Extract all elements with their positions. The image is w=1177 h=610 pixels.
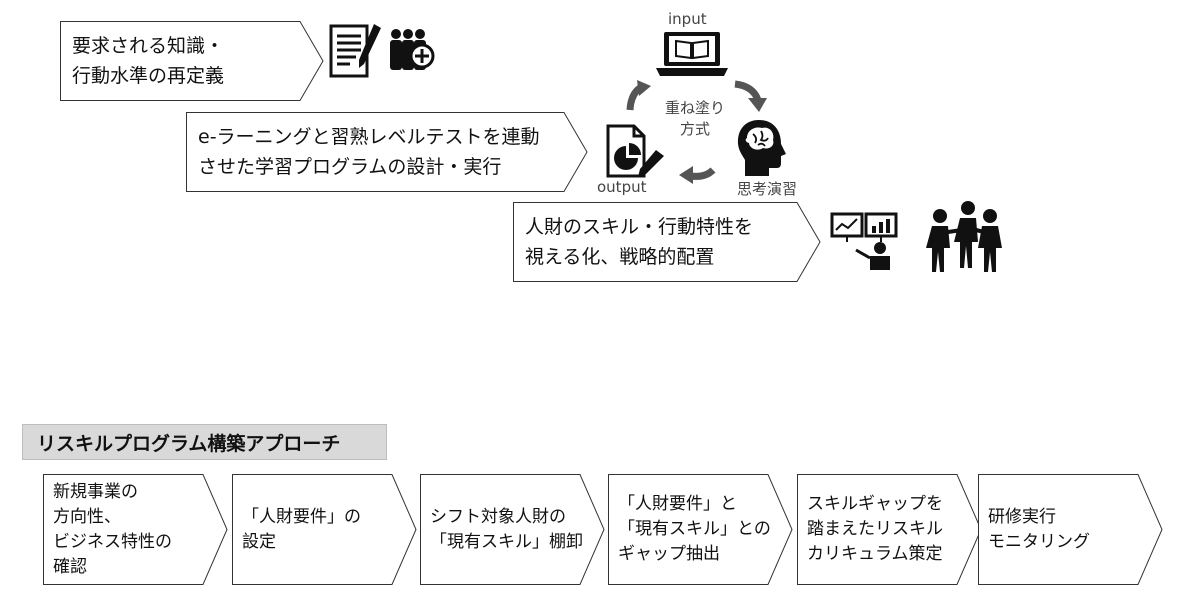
flow-step-5: スキルギャップを 踏まえたリスキル カリキュラム策定 [797, 474, 982, 585]
chevron-shape [797, 474, 982, 585]
flow-step-4: 「人財要件」と 「現有スキル」との ギャップ抽出 [608, 474, 793, 585]
approach-title-bar: リスキルプログラム構築アプローチ [22, 424, 387, 460]
top-step-1-text: 要求される知識・ 行動水準の再定義 [72, 35, 225, 87]
top-step-3: 人財のスキル・行動特性を 視える化、戦略的配置 [513, 202, 821, 282]
flow-step-3-text: シフト対象人財の 「現有スキル」棚卸 [430, 506, 583, 552]
report-pen-icon [604, 122, 668, 184]
cycle-input-label: input [668, 10, 707, 28]
group-add-icon [387, 26, 437, 80]
flow-step-6-text: 研修実行 モニタリング [988, 506, 1090, 552]
approach-title: リスキルプログラム構築アプローチ [37, 433, 341, 455]
chevron-shape [60, 21, 324, 101]
top-step-2-text: e-ラーニングと習熟レベルテストを連動 させた学習プログラムの設計・実行 [198, 126, 540, 178]
flow-step-3: シフト対象人財の 「現有スキル」棚卸 [420, 474, 605, 585]
chevron-shape [186, 112, 588, 192]
flow-step-5-text: スキルギャップを 踏まえたリスキル カリキュラム策定 [807, 494, 943, 564]
people-group-icon [922, 200, 1006, 278]
chevron-shape [513, 202, 821, 282]
flow-step-6: 研修実行 モニタリング [978, 474, 1163, 585]
chevron-shape [232, 474, 417, 585]
flow-step-1-text: 新規事業の 方向性、 ビジネス特性の 確認 [53, 481, 172, 577]
cycle-arrow-icon [615, 78, 775, 192]
flow-step-2-text: 「人財要件」の 設定 [242, 506, 361, 552]
cycle-output-label: output [597, 178, 647, 196]
chevron-shape [420, 474, 605, 585]
top-step-3-text: 人財のスキル・行動特性を 視える化、戦略的配置 [525, 216, 754, 268]
top-step-1: 要求される知識・ 行動水準の再定義 [60, 21, 324, 101]
laptop-book-icon [654, 30, 730, 82]
flow-step-4-text: 「人財要件」と 「現有スキル」との ギャップ抽出 [618, 494, 771, 564]
flow-step-2: 「人財要件」の 設定 [232, 474, 417, 585]
chevron-shape [608, 474, 793, 585]
presenter-screens-icon [830, 210, 900, 276]
cycle-think-label: 思考演習 [737, 180, 798, 198]
chevron-shape [978, 474, 1163, 585]
document-pen-icon [328, 22, 386, 86]
chevron-shape [43, 474, 228, 585]
brain-head-icon [733, 118, 789, 182]
cycle-center-label: 重ね塗り 方式 [664, 99, 725, 138]
top-step-2: e-ラーニングと習熟レベルテストを連動 させた学習プログラムの設計・実行 [186, 112, 588, 192]
flow-step-1: 新規事業の 方向性、 ビジネス特性の 確認 [43, 474, 228, 585]
